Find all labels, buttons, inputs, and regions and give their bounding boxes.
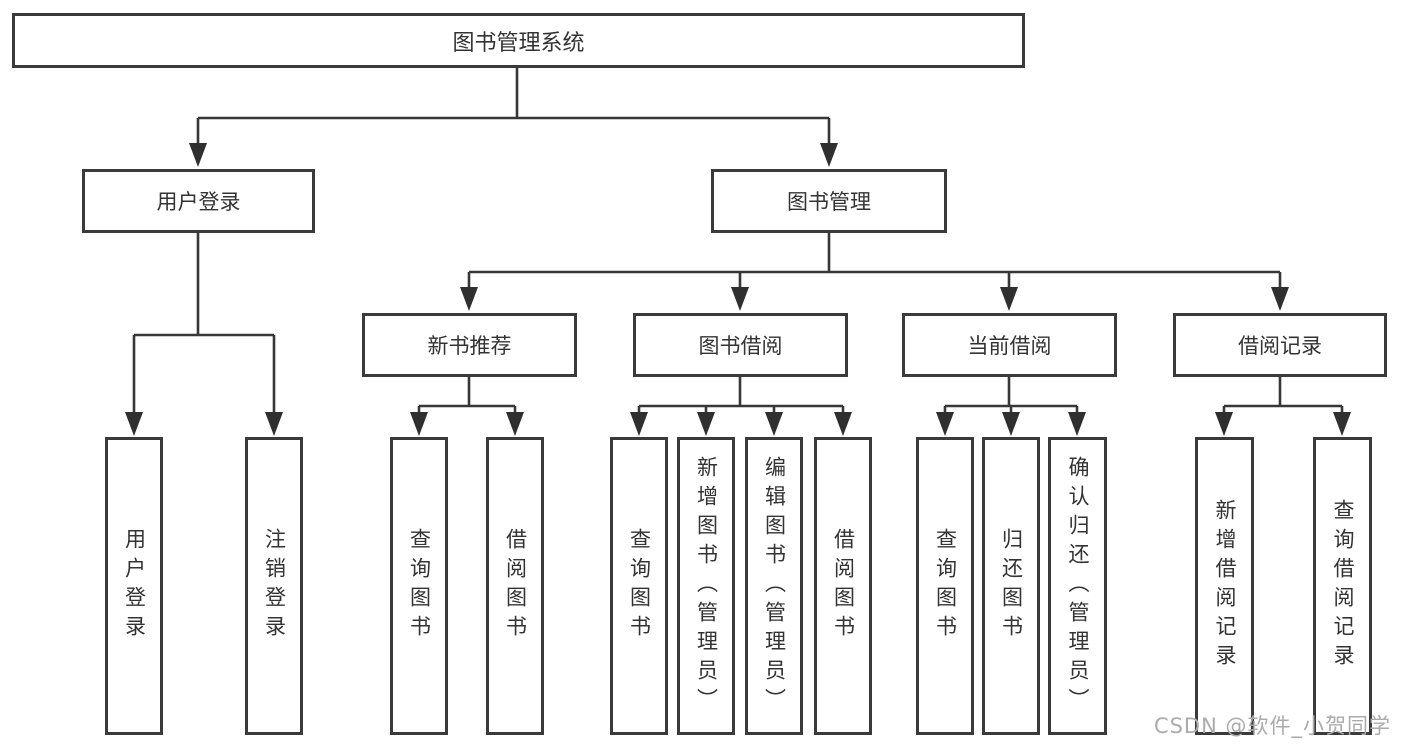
node-label: 用户登录 <box>156 190 241 214</box>
leaf-bb-edit-books-admin: 编辑图书（管理员） <box>745 437 803 735</box>
node-label: 注销登录 <box>262 528 287 644</box>
leaf-cb-confirm-return-admin: 确认归还（管理员） <box>1048 437 1107 735</box>
node-current-borrowing: 当前借阅 <box>902 313 1117 377</box>
node-label: 确认归还（管理员） <box>1066 455 1090 717</box>
node-label: 用户登录 <box>122 528 147 644</box>
leaf-user-login: 用户登录 <box>105 437 163 735</box>
leaf-bb-add-books-admin: 新增图书（管理员） <box>677 437 735 735</box>
node-label: 借阅图书 <box>831 528 856 644</box>
node-label: 借阅记录 <box>1238 334 1322 358</box>
node-user-login: 用户登录 <box>82 169 315 233</box>
node-borrowing-records: 借阅记录 <box>1173 313 1387 377</box>
leaf-bb-query-books: 查询图书 <box>610 437 668 735</box>
node-label: 编辑图书（管理员） <box>762 455 787 717</box>
node-label: 借阅图书 <box>503 528 528 644</box>
csdn-watermark: CSDN @软件_小贺同学 <box>1153 714 1391 738</box>
node-label: 新增借阅记录 <box>1213 499 1237 673</box>
node-library-system: 图书管理系统 <box>12 13 1025 68</box>
node-label: 图书管理系统 <box>452 30 585 56</box>
node-label: 当前借阅 <box>967 334 1052 358</box>
leaf-br-query-borrow-record: 查询借阅记录 <box>1313 437 1372 735</box>
leaf-cb-query-books: 查询图书 <box>916 437 974 735</box>
node-label: 图书借阅 <box>698 334 783 358</box>
leaf-nb-query-books: 查询图书 <box>390 437 448 735</box>
leaf-bb-borrow-books: 借阅图书 <box>814 437 872 735</box>
node-label: 查询图书 <box>933 528 958 644</box>
node-label: 查询图书 <box>407 528 432 644</box>
leaf-br-add-borrow-record: 新增借阅记录 <box>1195 437 1254 735</box>
node-new-book-recommendation: 新书推荐 <box>362 313 577 377</box>
node-book-borrowing: 图书借阅 <box>633 313 848 377</box>
leaf-logout: 注销登录 <box>245 437 303 735</box>
node-label: 查询图书 <box>627 528 652 644</box>
node-label: 查询借阅记录 <box>1331 499 1355 673</box>
node-book-management: 图书管理 <box>711 169 947 233</box>
leaf-cb-return-books: 归还图书 <box>982 437 1040 735</box>
node-label: 新书推荐 <box>427 334 512 358</box>
leaf-nb-borrow-books: 借阅图书 <box>486 437 544 735</box>
node-label: 新增图书（管理员） <box>694 455 719 717</box>
node-label: 图书管理 <box>787 190 871 214</box>
node-label: 归还图书 <box>999 528 1024 644</box>
